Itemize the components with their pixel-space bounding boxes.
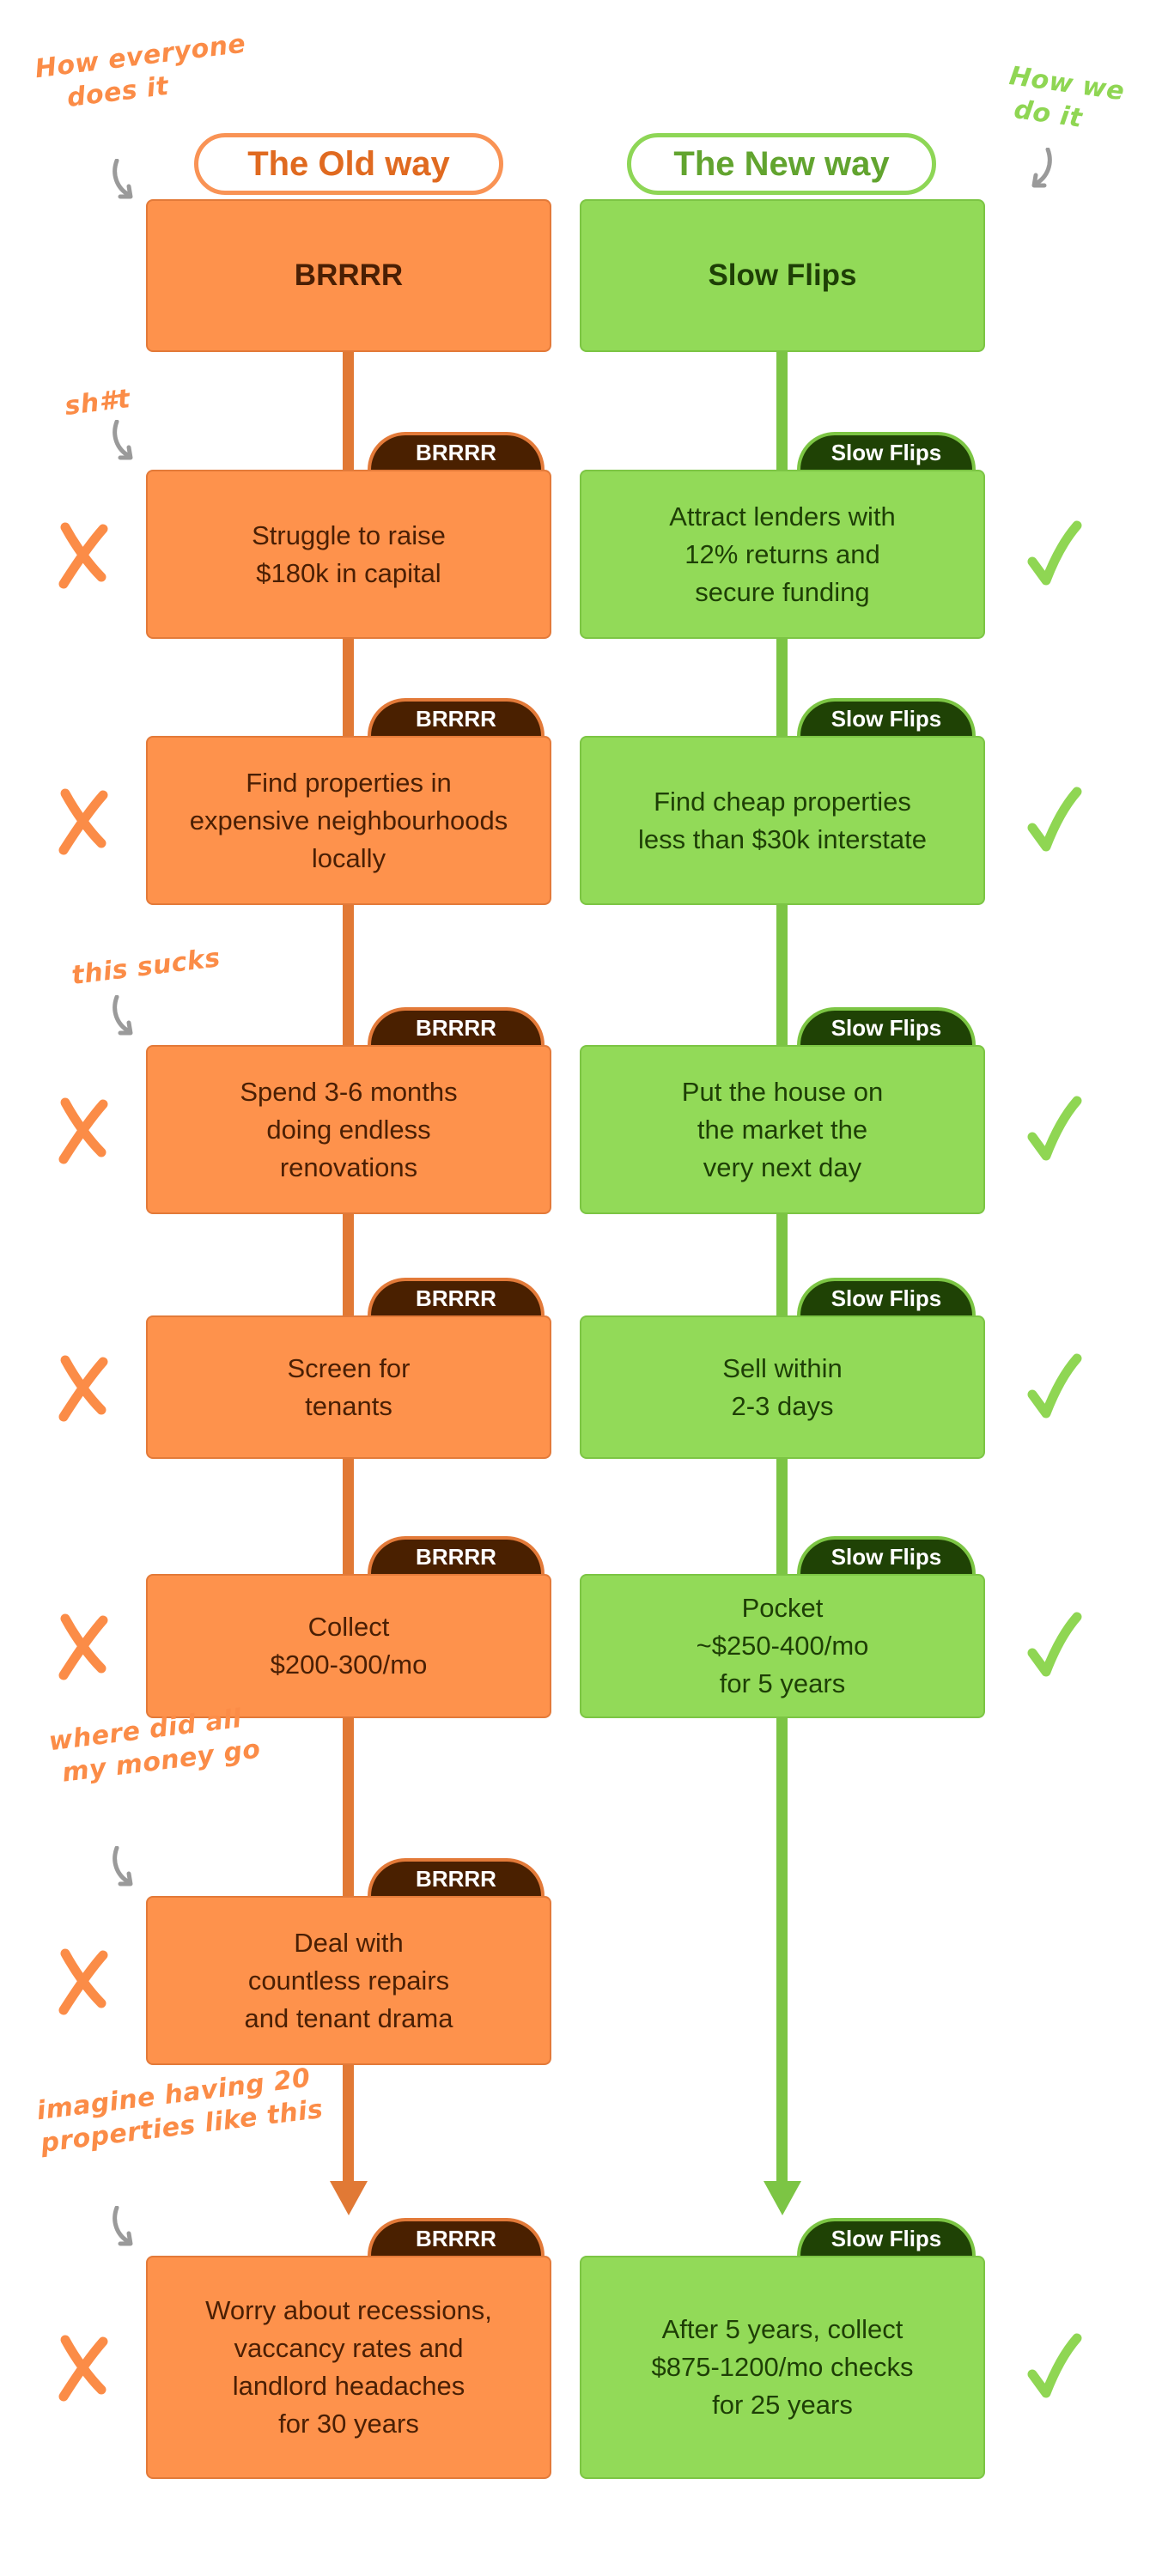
new-method-title: Slow Flips [580,199,985,352]
new-step-box: Find cheap properties less than $30k int… [580,736,985,905]
check-icon [1027,787,1082,851]
new-step-box: Pocket ~$250-400/mo for 5 years [580,1574,985,1718]
side-annotation: sh#t [63,383,132,422]
old-step-box: Spend 3-6 months doing endless renovatio… [146,1045,551,1214]
curved-arrow-icon [113,159,133,199]
old-step-tab: BRRRR [368,1858,545,1896]
curved-arrow-icon [1031,148,1052,188]
annotation-how-we-do-it: How we do it [1002,60,1127,134]
side-annotation: where did all my money go [46,1704,263,1790]
side-annotation: this sucks [70,943,222,992]
side-annotation: imagine having 20 properties like this [34,2063,326,2160]
new-step-tab: Slow Flips [797,432,976,470]
cross-icon [58,1097,108,1163]
new-step-box: Put the house on the market the very nex… [580,1045,985,1214]
old-step-box: Collect $200-300/mo [146,1574,551,1718]
annotation-how-everyone-does-it: How everyone does it [33,28,248,118]
old-step-tab: BRRRR [368,432,545,470]
new-arrowhead-icon [764,2181,801,2215]
new-step-box: Attract lenders with 12% returns and sec… [580,470,985,639]
old-step-tab: BRRRR [368,2218,545,2256]
curved-arrow-icon [113,1846,133,1886]
old-step-tab: BRRRR [368,698,545,736]
old-step-tab: BRRRR [368,1007,545,1045]
new-step-tab: Slow Flips [797,2218,976,2256]
old-step-box: Screen for tenants [146,1315,551,1459]
cross-icon [58,1948,108,2014]
check-icon [1027,1096,1082,1160]
check-icon [1027,1353,1082,1418]
cross-icon [58,522,108,588]
old-step-box: Deal with countless repairs and tenant d… [146,1896,551,2065]
check-icon [1027,2333,1082,2398]
check-icon [1027,1612,1082,1677]
curved-arrow-icon [113,420,133,460]
old-step-tab: BRRRR [368,1278,545,1315]
new-step-tab: Slow Flips [797,698,976,736]
old-way-pill: The Old way [194,133,503,195]
new-step-tab: Slow Flips [797,1536,976,1574]
new-step-tab: Slow Flips [797,1278,976,1315]
old-step-box: Struggle to raise $180k in capital [146,470,551,639]
curved-arrow-icon [113,995,133,1036]
cross-icon [58,2335,108,2402]
new-step-box: Sell within 2-3 days [580,1315,985,1459]
cross-icon [58,1613,108,1680]
old-step-tab: BRRRR [368,1536,545,1574]
old-arrowhead-icon [330,2181,368,2215]
curved-arrow-icon [113,2206,133,2246]
old-step-box: Find properties in expensive neighbourho… [146,736,551,905]
old-step-box: Worry about recessions, vaccancy rates a… [146,2256,551,2479]
old-method-title: BRRRR [146,199,551,352]
new-step-tab: Slow Flips [797,1007,976,1045]
check-icon [1027,520,1082,585]
cross-icon [58,1355,108,1421]
new-way-pill: The New way [627,133,936,195]
cross-icon [58,788,108,854]
new-step-box: After 5 years, collect $875-1200/mo chec… [580,2256,985,2479]
